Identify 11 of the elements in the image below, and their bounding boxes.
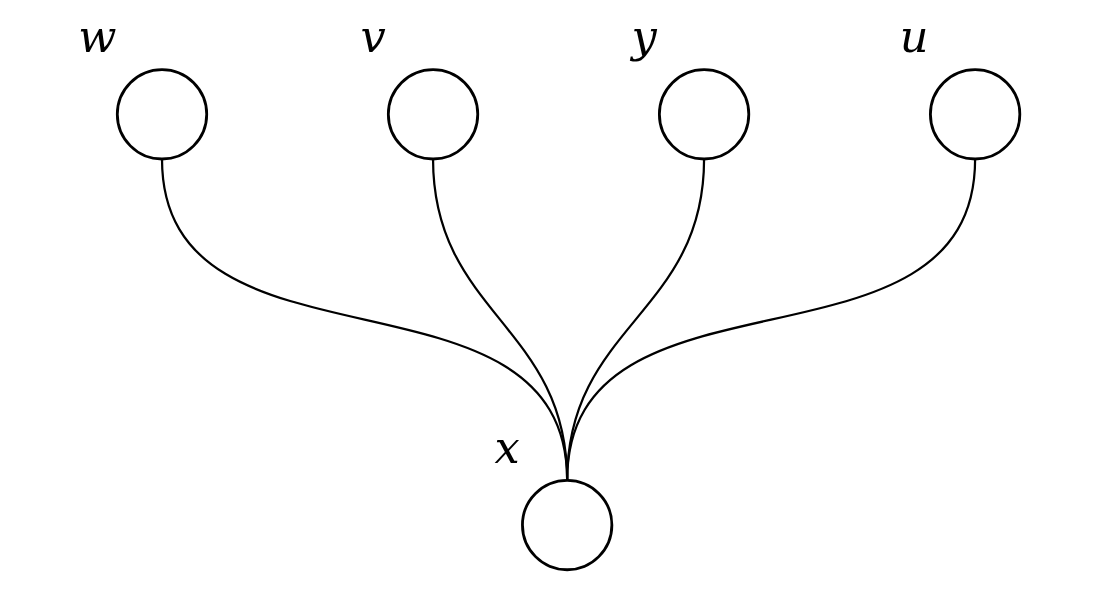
node-label: w xyxy=(77,11,116,64)
node-label: u xyxy=(899,11,928,64)
node-circle xyxy=(657,68,750,161)
node-circle xyxy=(520,478,613,572)
node-circle xyxy=(386,68,479,161)
node-label: v xyxy=(359,11,386,64)
node-label: x xyxy=(494,421,520,474)
node-circle xyxy=(928,68,1021,161)
node-label: y xyxy=(630,11,657,64)
connector xyxy=(565,158,976,481)
node-circle xyxy=(115,68,208,161)
